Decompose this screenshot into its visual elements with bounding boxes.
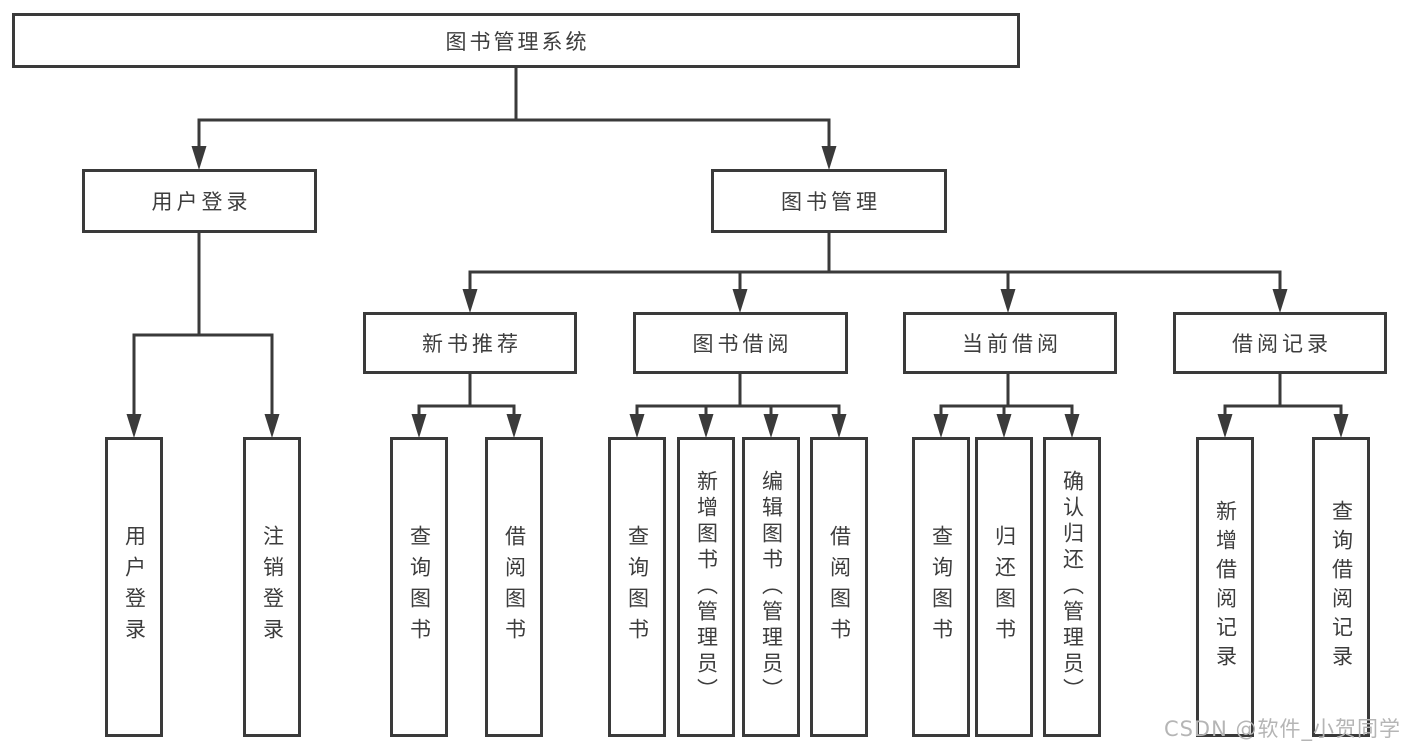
node-label: 查询借阅记录 xyxy=(1329,500,1354,674)
connector-book-mgmt-children xyxy=(468,233,1282,291)
node-user-login: 用户登录 xyxy=(82,169,317,233)
node-label: 用户登录 xyxy=(122,525,147,649)
leaf-add-borrow-record: 新增借阅记录 xyxy=(1196,437,1254,737)
leaf-query-books-recommend: 查询图书 xyxy=(390,437,448,737)
node-book-borrowing: 图书借阅 xyxy=(633,312,848,374)
watermark: CSDN @软件_小贺同学 xyxy=(1163,717,1401,741)
node-label: 借阅图书 xyxy=(827,525,852,649)
node-label: 编辑图书（管理员） xyxy=(759,470,784,704)
node-label: 注销登录 xyxy=(260,525,285,649)
connector-book-borrow-children xyxy=(635,374,841,416)
node-borrowing-records: 借阅记录 xyxy=(1173,312,1387,374)
node-label: 新增借阅记录 xyxy=(1213,500,1238,674)
leaf-edit-books-admin: 编辑图书（管理员） xyxy=(742,437,800,737)
node-label: 新增图书（管理员） xyxy=(694,470,719,704)
node-label: 当前借阅 xyxy=(962,332,1062,356)
node-label: 查询图书 xyxy=(929,525,954,649)
node-label: 归还图书 xyxy=(992,525,1017,649)
node-label: 图书管理系统 xyxy=(445,29,590,54)
connector-borrow-records-children xyxy=(1223,374,1343,416)
node-new-book-recommendation: 新书推荐 xyxy=(363,312,577,374)
node-label: 借阅记录 xyxy=(1232,332,1332,356)
leaf-user-login: 用户登录 xyxy=(105,437,163,737)
connector-new-book-children xyxy=(417,374,516,416)
node-label: 查询图书 xyxy=(625,525,650,649)
node-label: 图书借阅 xyxy=(692,332,793,356)
arrowheads xyxy=(126,146,1349,438)
node-book-management: 图书管理 xyxy=(711,169,947,233)
leaf-add-books-admin: 新增图书（管理员） xyxy=(677,437,735,737)
node-label: 借阅图书 xyxy=(502,525,527,649)
node-current-borrowing: 当前借阅 xyxy=(903,312,1117,374)
leaf-return-books: 归还图书 xyxy=(975,437,1033,737)
node-label: 确认归还（管理员） xyxy=(1060,470,1085,704)
node-label: 图书管理 xyxy=(781,190,881,214)
leaf-borrow-books: 借阅图书 xyxy=(810,437,868,737)
connector-root-to-level1 xyxy=(197,68,831,148)
leaf-logout: 注销登录 xyxy=(243,437,301,737)
leaf-query-books-borrow: 查询图书 xyxy=(608,437,666,737)
connector-user-login-children xyxy=(132,233,274,416)
node-label: 新书推荐 xyxy=(422,332,522,356)
leaf-query-books-current: 查询图书 xyxy=(912,437,970,737)
node-label: 用户登录 xyxy=(151,190,252,214)
leaf-query-borrow-record: 查询借阅记录 xyxy=(1312,437,1370,737)
leaf-borrow-books-recommend: 借阅图书 xyxy=(485,437,543,737)
leaf-confirm-return-admin: 确认归还（管理员） xyxy=(1043,437,1101,737)
node-label: 查询图书 xyxy=(407,525,432,649)
connector-current-borrow-children xyxy=(939,374,1074,416)
node-library-management-system: 图书管理系统 xyxy=(12,13,1020,68)
